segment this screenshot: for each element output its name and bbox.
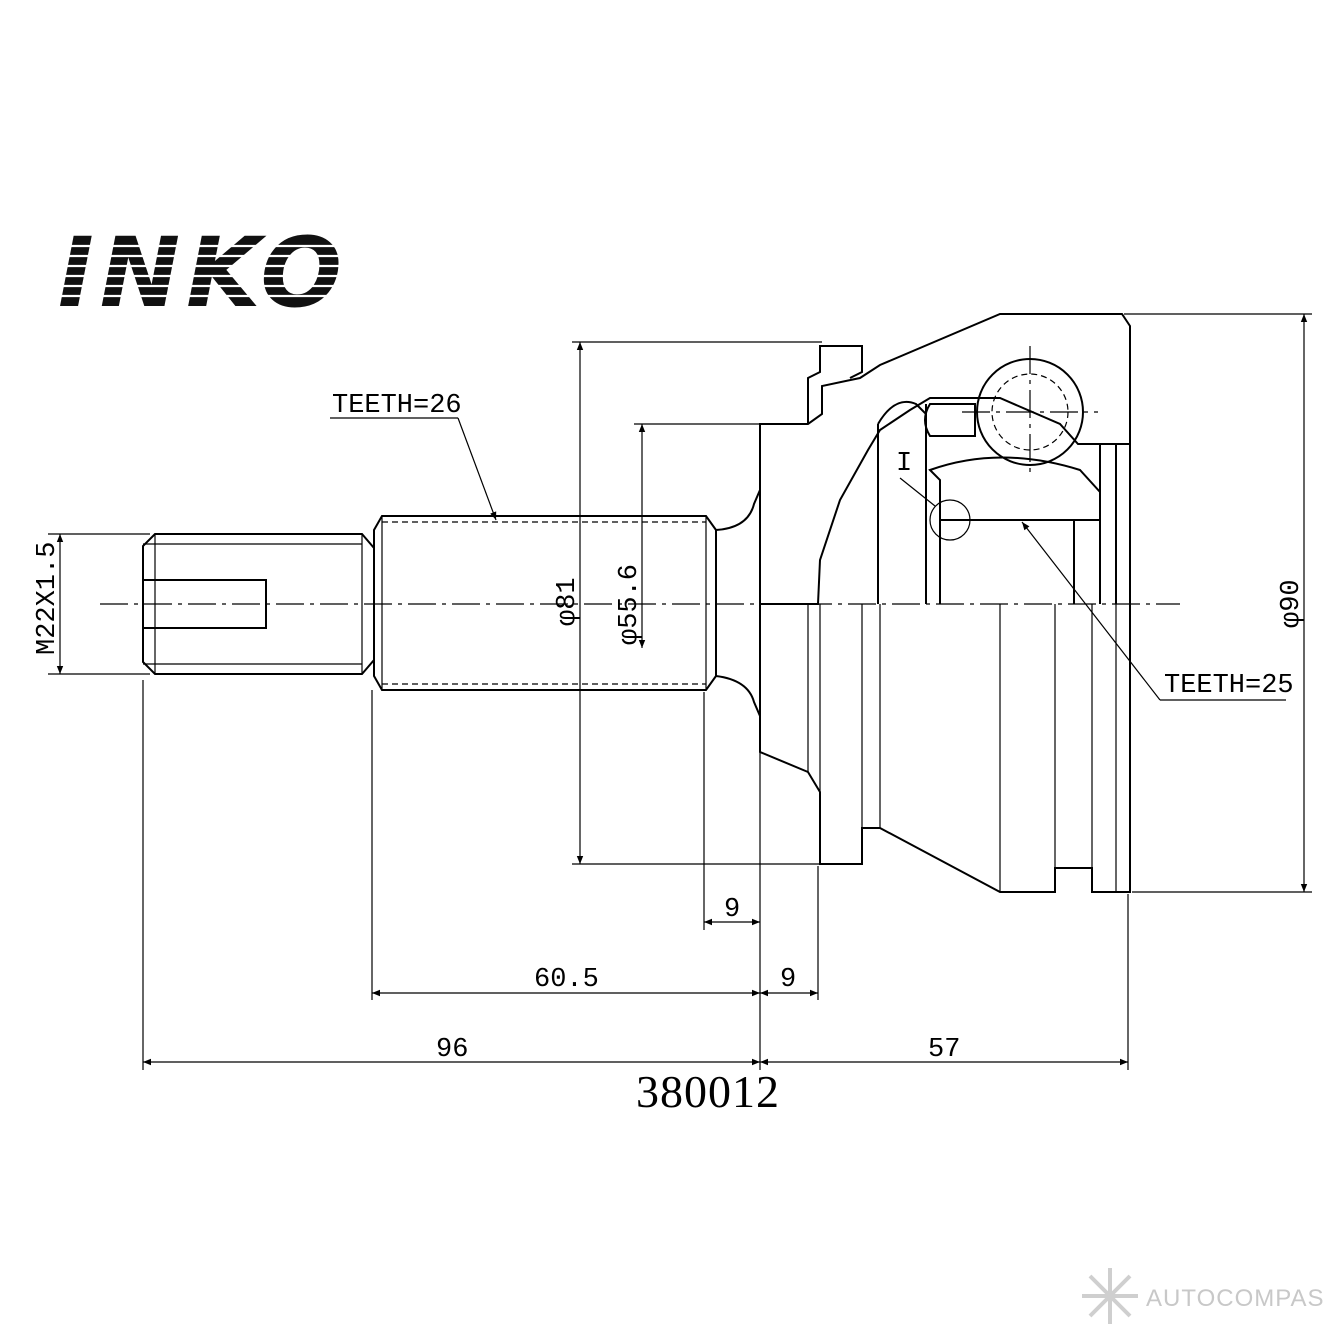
len-9-top-label: 9 bbox=[724, 895, 740, 925]
dia-81-label: φ81 bbox=[553, 577, 583, 626]
len-57-label: 57 bbox=[928, 1035, 960, 1065]
teeth-25-label: TEETH=25 bbox=[1164, 671, 1294, 701]
dia-90-label: φ90 bbox=[1277, 579, 1307, 628]
teeth-25-callout: TEETH=25 bbox=[1021, 521, 1294, 701]
logo-text: INKO bbox=[58, 217, 348, 329]
len-96-label: 96 bbox=[436, 1035, 468, 1065]
detail-i-label: I bbox=[896, 449, 912, 479]
autocompas-watermark: AUTOCOMPAS bbox=[1082, 1268, 1324, 1324]
len-96-dimension: 96 bbox=[143, 1035, 760, 1066]
outer-housing-exterior bbox=[759, 604, 1131, 893]
inko-logo: INKO bbox=[40, 217, 380, 329]
len-9-bottom-label: 9 bbox=[780, 965, 796, 995]
len-60-5-dimension: 60.5 bbox=[372, 965, 760, 997]
extension-lines bbox=[142, 680, 1129, 1070]
splined-shaft bbox=[373, 489, 761, 717]
autocompas-star-icon bbox=[1082, 1268, 1138, 1324]
threaded-stub bbox=[142, 533, 375, 675]
outer-housing-section bbox=[759, 313, 1131, 605]
watermark-text: AUTOCOMPAS bbox=[1146, 1285, 1324, 1312]
teeth-26-callout: TEETH=26 bbox=[330, 391, 497, 521]
teeth-26-label: TEETH=26 bbox=[332, 391, 462, 421]
len-57-dimension: 57 bbox=[760, 1035, 1128, 1066]
dia-55-6-dimension: φ55.6 bbox=[615, 423, 760, 648]
thread-label: M22X1.5 bbox=[33, 542, 63, 655]
dia-90-dimension: φ90 bbox=[1124, 313, 1312, 893]
dia-55-6-label: φ55.6 bbox=[615, 564, 645, 645]
dia-81-dimension: φ81 bbox=[553, 341, 822, 865]
bearing-ball bbox=[962, 346, 1098, 478]
len-9-top-dimension: 9 bbox=[704, 895, 760, 926]
thread-dimension: M22X1.5 bbox=[33, 533, 150, 675]
len-60-5-label: 60.5 bbox=[534, 965, 599, 995]
len-9-bottom-dimension: 9 bbox=[760, 965, 818, 997]
part-number: 380012 bbox=[636, 1066, 780, 1117]
detail-i-marker: I bbox=[896, 449, 971, 541]
